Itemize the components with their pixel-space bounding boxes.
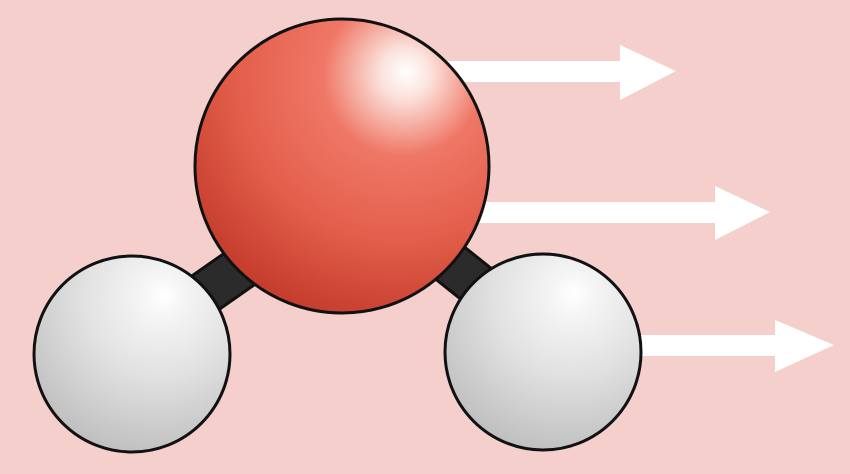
arrow-bottom [630, 320, 834, 372]
arrow-middle [470, 186, 770, 240]
motion-arrows [440, 45, 834, 372]
arrow-top [440, 45, 676, 100]
hydrogen-atom-right [443, 252, 643, 452]
oxygen-atom [193, 17, 491, 315]
hydrogen-atom-left [32, 254, 232, 454]
